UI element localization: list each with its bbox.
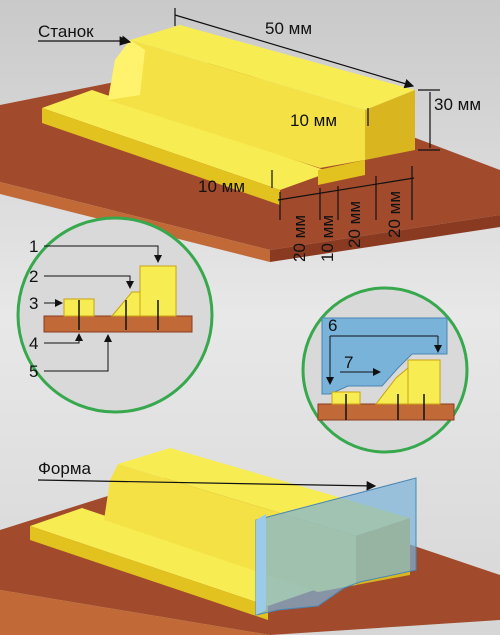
- callout-4: 4: [29, 334, 38, 353]
- callout-1: 1: [29, 237, 38, 256]
- callout-2: 2: [29, 267, 38, 286]
- dim-width-2: 10 мм: [318, 215, 337, 262]
- top-block-slope: [108, 40, 145, 100]
- top-low-slab-top: [42, 90, 330, 190]
- callout-6: 6: [328, 316, 337, 335]
- callout-7: 7: [344, 353, 353, 372]
- callout-5: 5: [29, 362, 38, 381]
- top-low-step: [318, 160, 365, 185]
- label-stanok: Станок: [38, 22, 94, 41]
- bottom-table-edge: [0, 590, 270, 635]
- label-forma: Форма: [38, 459, 92, 478]
- top-low-slab-front: [42, 108, 280, 205]
- form-plate: [255, 477, 417, 616]
- dim-low-step: 10 мм: [198, 177, 245, 196]
- bottom-low-slab-top: [30, 508, 320, 606]
- form-plate-edge: [256, 514, 266, 615]
- top-dimension-lines: [119, 8, 440, 220]
- dim-width-1: 20 мм: [290, 215, 309, 262]
- bottom-machine: [0, 448, 500, 635]
- label-forma-leader: [37, 479, 377, 491]
- dim-step-height: 10 мм: [290, 111, 337, 130]
- detail-left: 1 2 3 4 5: [16, 216, 214, 414]
- callout-3: 3: [29, 294, 38, 313]
- top-block-front: [108, 40, 365, 168]
- bottom-low-slab-front: [30, 526, 268, 620]
- top-block-top: [130, 25, 415, 110]
- top-table-edge-right: [270, 215, 500, 262]
- top-block-side: [365, 90, 415, 160]
- dim-length: 50 мм: [265, 19, 312, 38]
- dim-height: 30 мм: [434, 95, 481, 114]
- detail-right: 6 7: [301, 286, 469, 454]
- dim-width-3: 20 мм: [345, 201, 364, 248]
- dim-width-4: 20 мм: [385, 191, 404, 238]
